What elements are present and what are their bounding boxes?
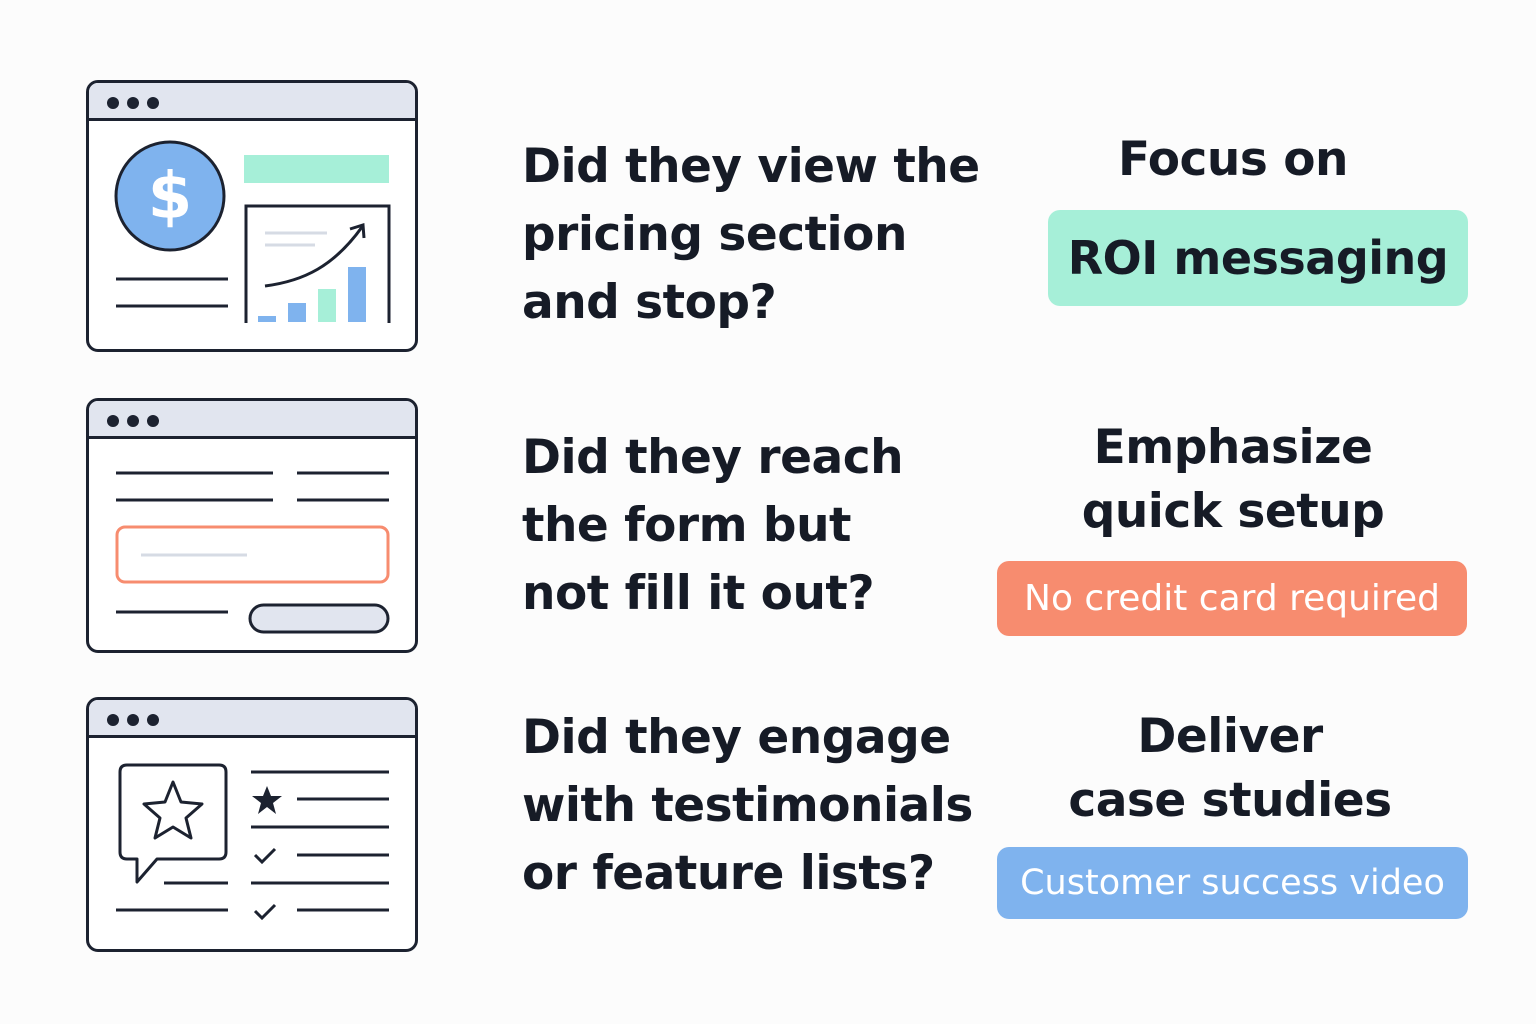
action-testimonials: Deliver case studies — [1040, 705, 1420, 833]
testimonial-page-illustration — [86, 697, 418, 952]
window-dot-icon — [127, 415, 139, 427]
question-line: Did they reach — [522, 430, 904, 485]
action-line: Emphasize — [1093, 420, 1373, 475]
action-line: Focus on — [1118, 132, 1348, 187]
window-dot-icon — [147, 97, 159, 109]
checkmark-icon — [253, 903, 277, 921]
star-speech-bubble-icon — [118, 763, 228, 884]
browser-title-bar — [89, 401, 415, 439]
tag-customer-success-video: Customer success video — [997, 847, 1468, 919]
question-line: not fill it out? — [522, 566, 875, 621]
question-line: Did they engage — [522, 710, 951, 765]
question-line: or feature lists? — [522, 846, 935, 901]
dollar-coin-icon: $ — [114, 140, 226, 252]
question-line: and stop? — [522, 275, 777, 330]
question-line: Did they view the — [522, 139, 980, 194]
question-line: with testimonials — [522, 778, 973, 833]
window-dot-icon — [147, 714, 159, 726]
testimonial-page-content — [116, 763, 389, 921]
action-pricing: Focus on — [1050, 128, 1416, 192]
question-form: Did they reach the form but not fill it … — [522, 424, 992, 628]
action-form: Emphasize quick setup — [1050, 416, 1416, 544]
empty-form-field — [115, 525, 390, 584]
action-line: case studies — [1068, 773, 1392, 828]
window-dot-icon — [107, 415, 119, 427]
tag-no-credit-card: No credit card required — [997, 561, 1467, 636]
growth-chart-icon — [244, 204, 391, 323]
window-dot-icon — [127, 714, 139, 726]
browser-title-bar — [89, 83, 415, 121]
form-page-illustration — [86, 398, 418, 653]
action-line: Deliver — [1137, 709, 1323, 764]
question-testimonials: Did they engage with testimonials or fea… — [522, 704, 992, 908]
svg-text:$: $ — [148, 160, 193, 234]
star-icon — [252, 786, 282, 814]
window-dot-icon — [107, 97, 119, 109]
question-pricing: Did they view the pricing section and st… — [522, 133, 992, 337]
header-highlight-bar — [244, 155, 389, 183]
pricing-page-illustration: $ — [86, 80, 418, 352]
tag-roi-messaging: ROI messaging — [1048, 210, 1468, 306]
window-dot-icon — [127, 97, 139, 109]
submit-button-shape — [248, 603, 390, 634]
window-dot-icon — [107, 714, 119, 726]
action-line: quick setup — [1081, 484, 1385, 539]
window-dot-icon — [147, 415, 159, 427]
form-page-content — [115, 471, 390, 634]
browser-title-bar — [89, 700, 415, 738]
checkmark-icon — [253, 847, 277, 865]
pricing-page-content: $ — [114, 140, 391, 323]
question-line: the form but — [522, 498, 852, 553]
question-line: pricing section — [522, 207, 907, 262]
